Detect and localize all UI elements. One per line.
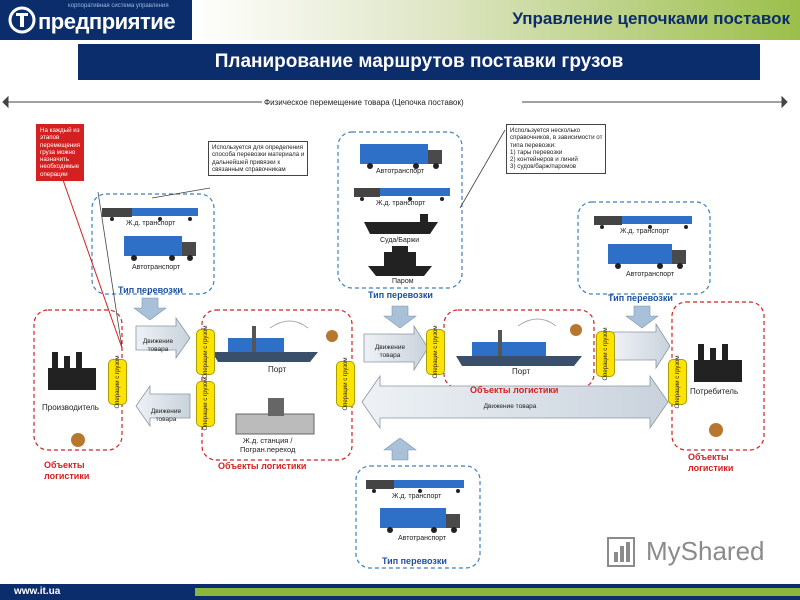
label-transport-type-1: Тип перевозки [118,285,183,295]
rail-icon-1 [102,208,198,221]
transport-box-3 [577,201,711,295]
label-truck-4: Автотранспорт [398,535,447,542]
watermark-logo-icon [607,537,635,567]
label-goods-flow-2: Движение товара [150,408,182,423]
label-transport-type-2: Тип перевозки [368,290,433,300]
down-arrows [133,297,659,461]
label-producer: Производитель [42,403,99,412]
cargo-operations-6[interactable]: Операции с грузом [596,327,615,381]
logo-text: предприятие [38,9,176,34]
note-operations: На каждый из этапов перемещения груза мо… [36,124,85,182]
ferry-icon [368,246,432,276]
watermark: MyShared [646,536,765,566]
rail-icon-3 [594,216,692,229]
label-ship: Суда/Баржи [380,237,420,244]
port-arc-2 [517,318,557,327]
goods-icon-producer [71,433,85,447]
truck-icon-2 [360,144,442,169]
note-ops-connector [55,159,123,349]
transport-box-2 [337,131,463,289]
label-rail-4: Ж.д. транспорт [392,493,442,500]
label-rail-1: Ж.д. транспорт [126,220,176,227]
rail-icon-2 [354,188,450,201]
port-arc-1 [269,320,309,329]
label-transport-type-4: Тип перевозки [382,556,447,566]
footer-url[interactable]: www.it.ua [14,586,61,597]
factory-icon-producer [48,352,96,390]
label-logistics-port-2: Объекты логистики [470,385,559,395]
ship-icon [364,214,438,234]
cargo-operations-4[interactable]: Операции с грузом [336,357,355,411]
cargo-operations-2[interactable]: Операции с грузом [196,325,215,379]
logo-subtitle: корпоративная система управления [68,3,169,9]
cargo-operations-5[interactable]: Операции с грузом [426,325,445,379]
note-connectors [97,129,506,349]
label-consumer: Потребитель [690,387,739,396]
truck-icon-3 [608,244,686,269]
label-logistics-producer: Объекты логистики [44,460,90,481]
label-rail-2: Ж.д. транспорт [376,200,426,207]
truck-icon-4 [380,508,460,533]
label-goods-flow-3: Движение товара [374,344,406,359]
label-truck-3: Автотранспорт [626,271,675,278]
flow-arrows [135,316,671,430]
label-logistics-consumer: Объекты логистики [688,452,734,473]
rail-icon-4 [366,480,464,493]
label-ferry: Паром [392,278,414,285]
cargo-operations-3[interactable]: Операции с грузом [196,377,215,431]
station-icon [235,398,315,435]
label-goods-flow-1: Движение товара [142,338,174,353]
goods-icon-consumer [709,423,723,437]
slide-title: Планирование маршрутов поставки грузов [78,44,760,80]
note-purpose: Используется для определения способа пер… [208,141,309,177]
label-transport-type-3: Тип перевозки [608,293,673,303]
footer-accent [195,588,800,596]
logistics-box-producer [33,309,123,451]
cargo-operations-7[interactable]: Операции с грузом [668,355,687,409]
port-icon-2 [456,324,582,366]
label-logistics-port-1: Объекты логистики [218,461,307,471]
chain-label: Физическое перемещение товара (Цепочка п… [264,98,464,107]
logo: корпоративная система управления предпри… [0,0,192,40]
supply-chain-diagram [2,95,788,569]
cargo-operations-1[interactable]: Операции с грузом [108,355,127,409]
label-truck-2: Автотранспорт [376,168,425,175]
transport-box-4 [355,465,481,569]
port-icon-1 [212,326,338,362]
label-truck-1: Автотранспорт [132,264,181,271]
section-title-text: Управление цепочками поставок [512,9,790,28]
label-rail-3: Ж.д. транспорт [620,228,670,235]
label-goods-flow-long: Движение товара [483,403,537,410]
label-port-2: Порт [512,367,531,376]
truck-icon-1 [124,236,196,261]
note-references: Используется несколько справочников, в з… [506,124,607,174]
label-station: Ж.д. станция / Погран.переход [240,436,296,454]
chain-bracket [2,95,788,109]
section-title: Управление цепочками поставок [192,0,800,40]
label-port-1: Порт [268,365,287,374]
logo-icon [8,6,36,34]
factory-icon-consumer [694,344,742,382]
